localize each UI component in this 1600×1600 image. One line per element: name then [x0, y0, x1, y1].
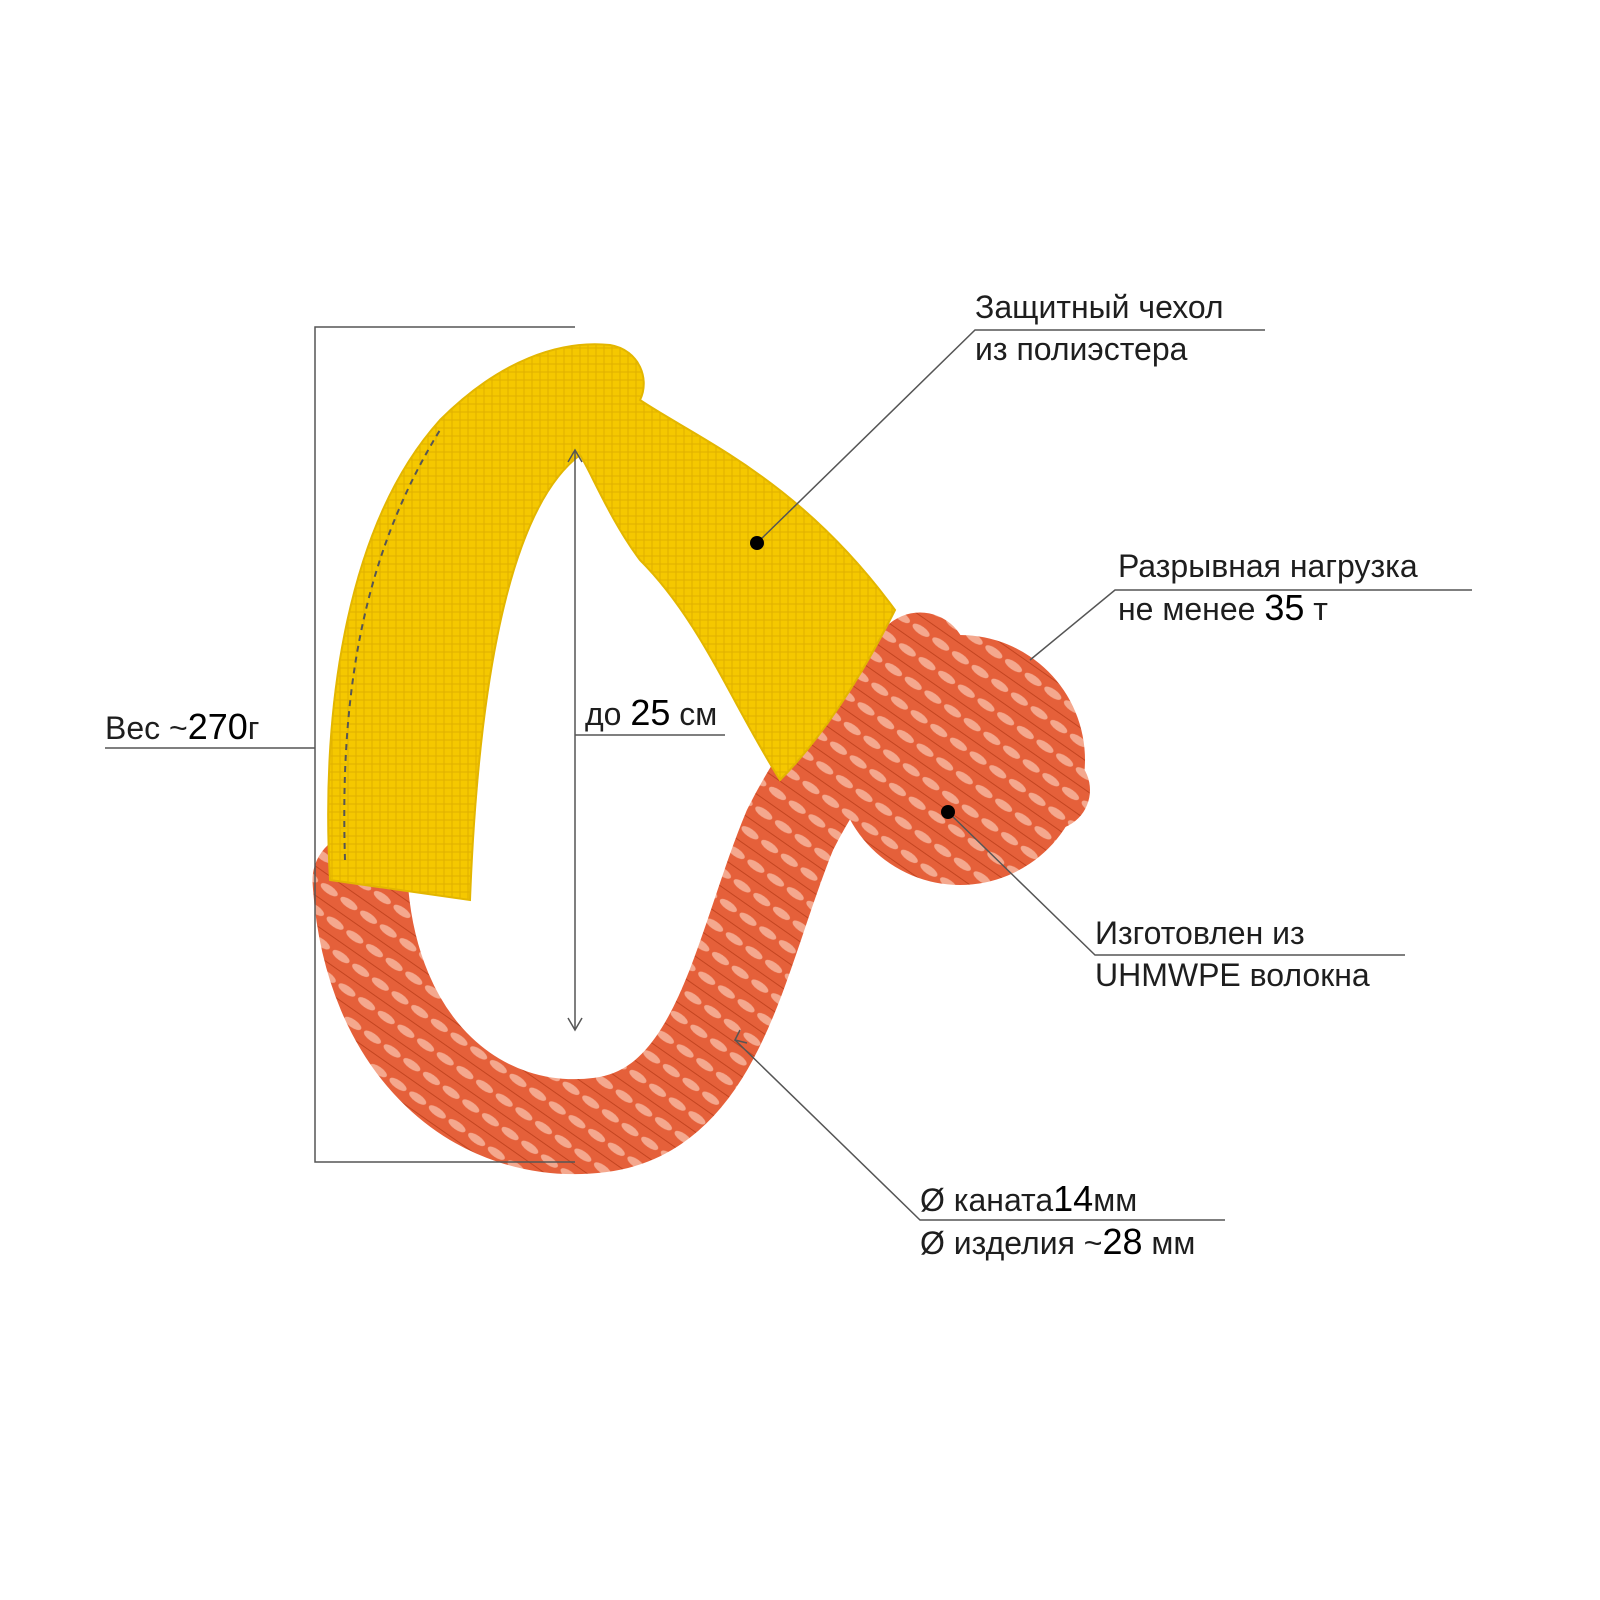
diameter-label: Ø каната14мм Ø изделия ~28 мм — [920, 1178, 1195, 1264]
material-label: Изготовлен из UHMWPE волокна — [1095, 912, 1370, 996]
product-diameter-unit: мм — [1142, 1225, 1196, 1261]
material-leader-line — [947, 811, 1405, 956]
length-label: до 25 см — [585, 692, 717, 735]
diameter-leader-line — [734, 1039, 1225, 1221]
load-leader-line — [1029, 589, 1472, 661]
load-label-line1: Разрывная нагрузка — [1118, 548, 1418, 584]
rope-diameter: Ø каната14мм — [920, 1178, 1195, 1221]
protective-sleeve — [327, 343, 897, 902]
length-value: 25 — [630, 692, 671, 733]
weight-unit: г — [247, 710, 260, 746]
material-label-line2: UHMWPE волокна — [1095, 957, 1370, 993]
load-prefix: не менее — [1118, 591, 1265, 627]
weight-value: 270 — [187, 706, 248, 747]
product-diameter-prefix: Ø изделия ~ — [920, 1225, 1103, 1261]
cover-label: Защитный чехол из полиэстера — [975, 286, 1224, 370]
cover-leader-line — [756, 329, 1265, 544]
rope-diameter-value: 14 — [1053, 1178, 1094, 1219]
product-diameter: Ø изделия ~28 мм — [920, 1221, 1195, 1264]
rope-diameter-unit: мм — [1093, 1182, 1138, 1218]
cover-label-line1: Защитный чехол — [975, 289, 1224, 325]
cover-dot — [750, 536, 764, 550]
material-dot — [941, 805, 955, 819]
load-unit: т — [1304, 591, 1328, 627]
material-label-line1: Изготовлен из — [1095, 915, 1305, 951]
breaking-load-label: Разрывная нагрузка не менее 35 т — [1118, 545, 1418, 630]
rope-knot — [835, 635, 1085, 885]
weight-bracket — [105, 326, 575, 1163]
product-diameter-value: 28 — [1102, 1221, 1143, 1262]
load-value: 35 — [1264, 587, 1305, 628]
length-prefix: до — [585, 696, 631, 732]
cover-label-line2: из полиэстера — [975, 331, 1188, 367]
length-unit: см — [670, 696, 718, 732]
weight-prefix: Вес ~ — [105, 710, 188, 746]
rope-diameter-prefix: Ø каната — [920, 1182, 1054, 1218]
load-label-line2: не менее 35 т — [1118, 587, 1418, 630]
weight-label: Вес ~270г — [105, 706, 259, 749]
length-dimension-line — [574, 450, 725, 1030]
